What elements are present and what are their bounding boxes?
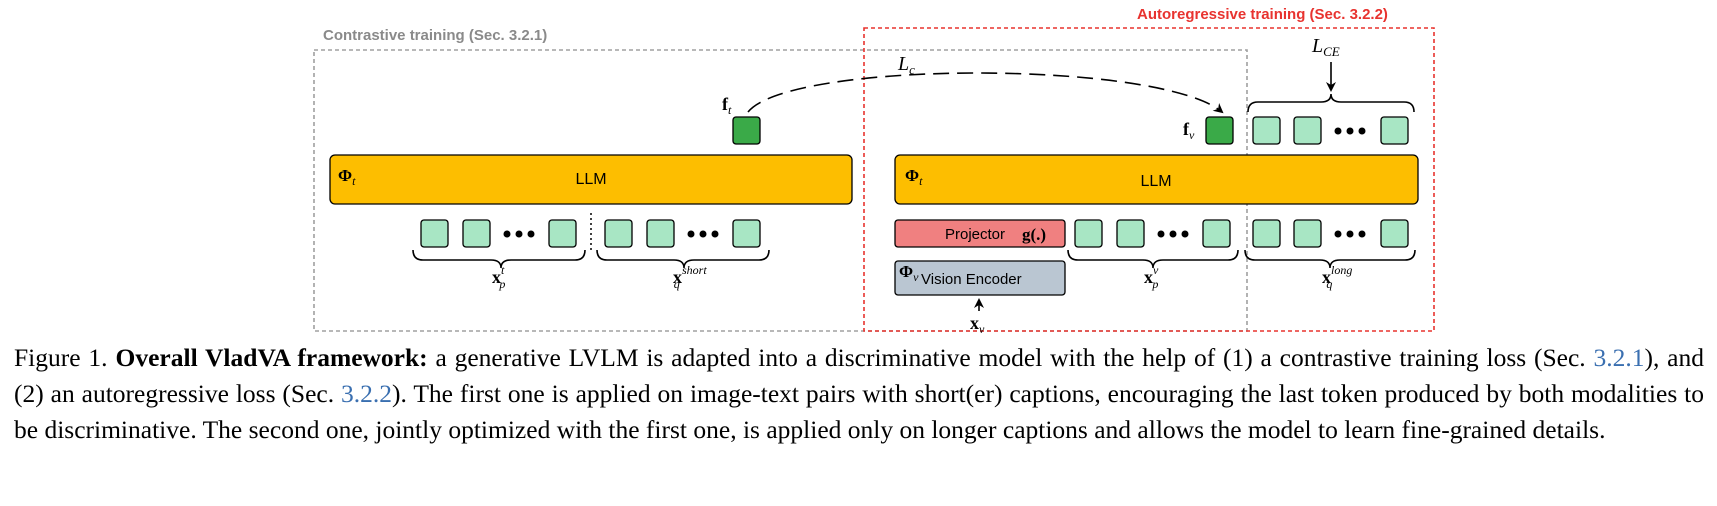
autoregressive-region-label: Autoregressive training (Sec. 3.2.2)	[1137, 6, 1388, 23]
caption-text-3: ). The first one is applied on image-tex…	[14, 379, 1704, 444]
caption-bold-title: Overall VladVA framework:	[115, 343, 428, 372]
llm-right-param: Φt	[905, 166, 923, 188]
vision-encoder-block	[894, 260, 1066, 296]
output-token-3	[1380, 116, 1409, 145]
xpv-token-1	[1074, 219, 1103, 248]
llm-left-param: Φt	[338, 166, 356, 188]
output-token-1	[1252, 116, 1281, 145]
output-token-2	[1293, 116, 1322, 145]
output-token-ellipsis	[1334, 127, 1366, 135]
projector-label: Projector	[945, 226, 1005, 243]
xqshort-token-3	[732, 219, 761, 248]
llm-left-block	[329, 154, 853, 205]
contrastive-loss-label: Lc	[897, 53, 915, 77]
xqlong-brace	[1244, 249, 1416, 269]
xqlong-token-2	[1293, 219, 1322, 248]
caption-ref-contrastive[interactable]: 3.2.1	[1593, 343, 1645, 372]
llm-right-label: LLM	[1140, 173, 1171, 190]
xqshort-token-1	[604, 219, 633, 248]
llm-right-block	[894, 154, 1419, 205]
xpt-token-2	[462, 219, 491, 248]
contrastive-region-label: Contrastive training (Sec. 3.2.1)	[323, 27, 547, 44]
projector-block	[894, 219, 1066, 248]
xv-label: xv	[970, 313, 985, 335]
xqshort-brace	[596, 249, 770, 269]
xpv-token-3	[1202, 219, 1231, 248]
xqlong-token-1	[1252, 219, 1281, 248]
text-feature-label: ft	[722, 94, 732, 117]
contrastive-loss-arc	[747, 72, 1224, 114]
vision-feature-label: fv	[1183, 119, 1195, 142]
ce-loss-brace	[1247, 93, 1415, 113]
vision-encoder-label: Vision Encoder	[921, 271, 1022, 288]
xpt-token-1	[420, 219, 449, 248]
xpt-ellipsis	[503, 230, 535, 238]
xpv-brace	[1067, 249, 1239, 269]
vision-encoder-param: Φv	[899, 262, 919, 284]
projector-fn: g(.)	[1022, 225, 1046, 244]
xqshort-ellipsis	[687, 230, 719, 238]
xpv-ellipsis	[1157, 230, 1189, 238]
xqshort-token-2	[646, 219, 675, 248]
ce-loss-label: LCE	[1311, 35, 1340, 59]
vision-feature-token	[1205, 116, 1234, 145]
xpt-brace	[412, 249, 586, 269]
caption-ref-autoregressive[interactable]: 3.2.2	[341, 379, 393, 408]
xqlong-ellipsis	[1334, 230, 1366, 238]
text-feature-token	[732, 116, 761, 145]
figure-caption: Figure 1.Overall VladVA framework: a gen…	[14, 340, 1704, 448]
framework-diagram: Contrastive training (Sec. 3.2.1) Autore…	[313, 6, 1435, 335]
xpv-token-2	[1116, 219, 1145, 248]
xqlong-token-3	[1380, 219, 1409, 248]
caption-figure-label: Figure 1.	[14, 343, 108, 372]
xpt-token-3	[548, 219, 577, 248]
caption-text-1: a generative LVLM is adapted into a disc…	[427, 343, 1594, 372]
autoregressive-region	[863, 27, 1435, 332]
caption-text-2: ), and (2) an autoregressive loss (Sec.	[14, 343, 1704, 408]
llm-left-label: LLM	[575, 171, 606, 188]
